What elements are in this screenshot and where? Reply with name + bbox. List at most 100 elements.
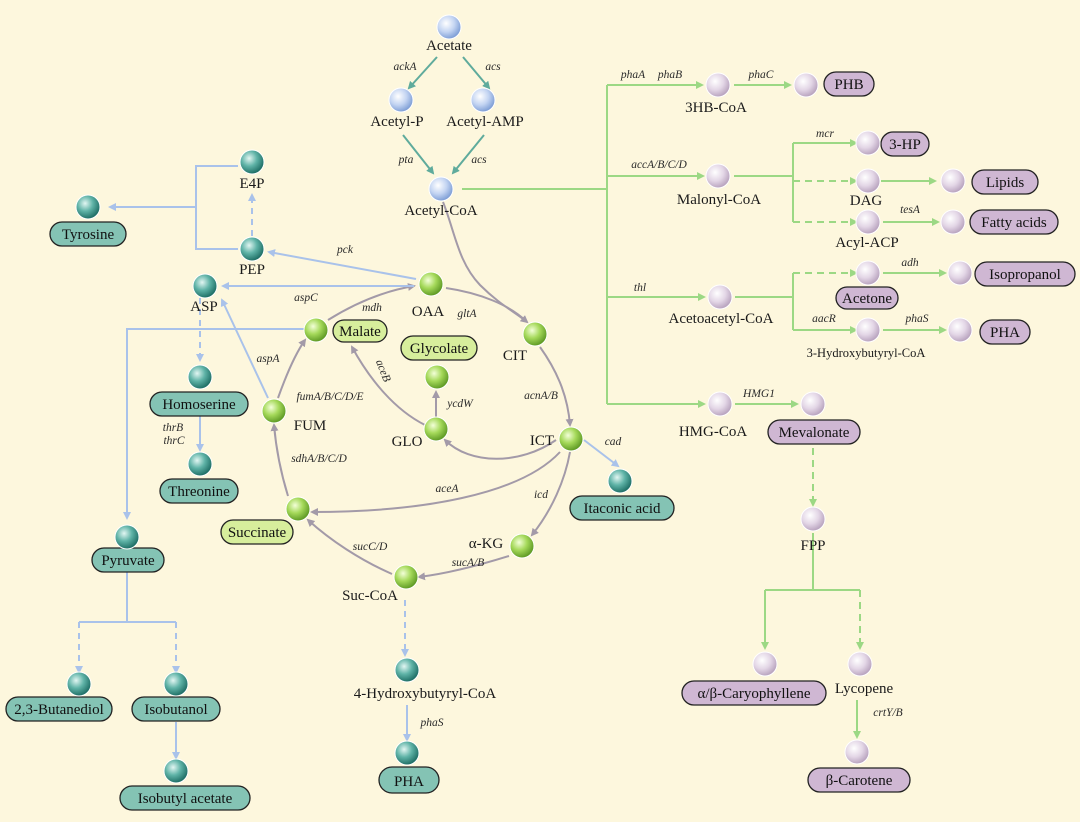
fpp-label: FPP xyxy=(800,538,825,554)
acetate-node xyxy=(436,14,462,40)
enzyme-thl: thl xyxy=(634,282,646,294)
arrow-malate-pyruvate xyxy=(123,328,305,520)
phb-box xyxy=(823,71,875,97)
cit-node xyxy=(522,321,548,347)
arrow-oaa-cit xyxy=(445,287,528,323)
threonine-node xyxy=(187,451,213,477)
caryophyllene-node xyxy=(752,651,778,677)
hmg-coa-label: HMG-CoA xyxy=(679,424,748,440)
e4p-label: E4P xyxy=(239,176,264,192)
fpp-node xyxy=(800,506,826,532)
enzyme-mcr: mcr xyxy=(816,128,834,140)
arrow-ict-akg xyxy=(530,451,571,537)
arrow-ict-glo xyxy=(443,438,557,460)
arrow-glo-malate xyxy=(351,345,426,426)
isobutyl-acetate-label: Isobutyl acetate xyxy=(138,791,233,807)
arrow-fpp-split xyxy=(765,533,860,591)
succinate-node xyxy=(285,496,311,522)
malate-node xyxy=(303,317,329,343)
suc-coa-label: Suc-CoA xyxy=(342,588,398,604)
threonine-box xyxy=(159,478,239,504)
pha-right-box xyxy=(979,319,1031,345)
ict-label: ICT xyxy=(530,433,554,449)
acetone-label: Acetone xyxy=(842,291,892,307)
3hb-coa-right-label: 3-Hydroxybutyryl-CoA xyxy=(807,346,926,360)
enzyme-phas-right: phaS xyxy=(905,313,929,325)
glycolate-box xyxy=(400,335,478,361)
3hb-coa-label: 3HB-CoA xyxy=(685,100,747,116)
arrow-malate-oaa xyxy=(327,283,416,321)
3hb-coa-node xyxy=(705,72,731,98)
malate-box xyxy=(332,319,388,343)
arrow-acetoacetyl-branch xyxy=(735,273,794,330)
phb-node xyxy=(793,72,819,98)
caryophyllene-box xyxy=(681,680,827,706)
arrow-akg-succoa xyxy=(417,555,510,581)
enzyme-hmg1: HMG1 xyxy=(742,388,775,400)
enzyme-acka: ackA xyxy=(394,61,418,73)
fum-label: FUM xyxy=(294,418,327,434)
product-boxes xyxy=(5,71,1076,811)
dag-node xyxy=(855,168,881,194)
tyrosine-label: Tyrosine xyxy=(62,227,115,243)
3hp-box xyxy=(880,131,930,157)
enzyme-pta: pta xyxy=(398,154,414,166)
4hb-coa-node xyxy=(394,657,420,683)
arrow-acetyl-amp-acetyl-coa xyxy=(451,134,485,175)
arrow-ict-succinate xyxy=(310,451,561,516)
ict-node xyxy=(558,426,584,452)
edges xyxy=(75,56,947,760)
arrow-cit-ict xyxy=(539,346,574,427)
enzyme-sdha: sdhA/B/C/D xyxy=(291,453,347,465)
glycolate-label: Glycolate xyxy=(410,341,469,357)
lipids-box xyxy=(971,169,1039,195)
enzyme-acca: accA/B/C/D xyxy=(631,159,687,171)
acetyl-coa-node xyxy=(428,176,454,202)
3hp-label: 3-HP xyxy=(889,137,921,153)
carotene-label: β-Carotene xyxy=(826,773,893,789)
fum-node xyxy=(261,398,287,424)
acetone-node xyxy=(855,260,881,286)
enzyme-phas-left: phaS xyxy=(420,717,444,729)
3hb-coa-right-node xyxy=(855,317,881,343)
arrow-succoa-succinate xyxy=(306,518,393,575)
pha-left-label: PHA xyxy=(394,774,424,790)
succinate-box xyxy=(220,519,294,545)
acetoacetyl-coa-label: Acetoacetyl-CoA xyxy=(669,311,774,327)
threonine-label: Threonine xyxy=(168,484,230,500)
itaconic-box xyxy=(569,495,675,521)
enzyme-tesa: tesA xyxy=(900,204,921,216)
acyl-acp-label: Acyl-ACP xyxy=(835,235,898,251)
enzyme-acea: aceA xyxy=(436,483,460,495)
lycopene-node xyxy=(847,651,873,677)
tyrosine-box xyxy=(49,221,127,247)
pha-right-label: PHA xyxy=(990,325,1020,341)
enzyme-aspa: aspA xyxy=(257,353,281,365)
itaconic-node xyxy=(607,468,633,494)
isobutyl-acetate-node xyxy=(163,758,189,784)
isobutanol-node xyxy=(163,671,189,697)
pyruvate-node xyxy=(114,524,140,550)
acetone-box xyxy=(835,286,899,310)
enzyme-acs-2: acs xyxy=(471,154,487,166)
enzyme-mdh: mdh xyxy=(362,302,382,314)
node-circles xyxy=(66,14,973,784)
enzyme-aspc: aspC xyxy=(294,292,318,304)
3hp-node xyxy=(855,130,881,156)
pha-left-node xyxy=(394,740,420,766)
pha-left-box xyxy=(378,766,440,794)
lipids-label: Lipids xyxy=(986,175,1024,191)
cit-label: CIT xyxy=(503,348,527,364)
lipids-node xyxy=(940,168,966,194)
enzyme-thrc: thrC xyxy=(163,435,184,447)
asp-node xyxy=(192,273,218,299)
enzyme-succd: sucC/D xyxy=(353,541,388,553)
oaa-node xyxy=(418,271,444,297)
arrow-acetyl-coa-cit xyxy=(442,201,529,324)
isopropanol-label: Isopropanol xyxy=(989,267,1061,283)
akg-label: α-KG xyxy=(469,536,504,552)
enzyme-fuma: fumA/B/C/D/E xyxy=(296,391,363,403)
enzyme-sucab: sucA/B xyxy=(452,557,485,569)
phb-label: PHB xyxy=(834,77,863,93)
homoserine-box xyxy=(149,391,249,417)
